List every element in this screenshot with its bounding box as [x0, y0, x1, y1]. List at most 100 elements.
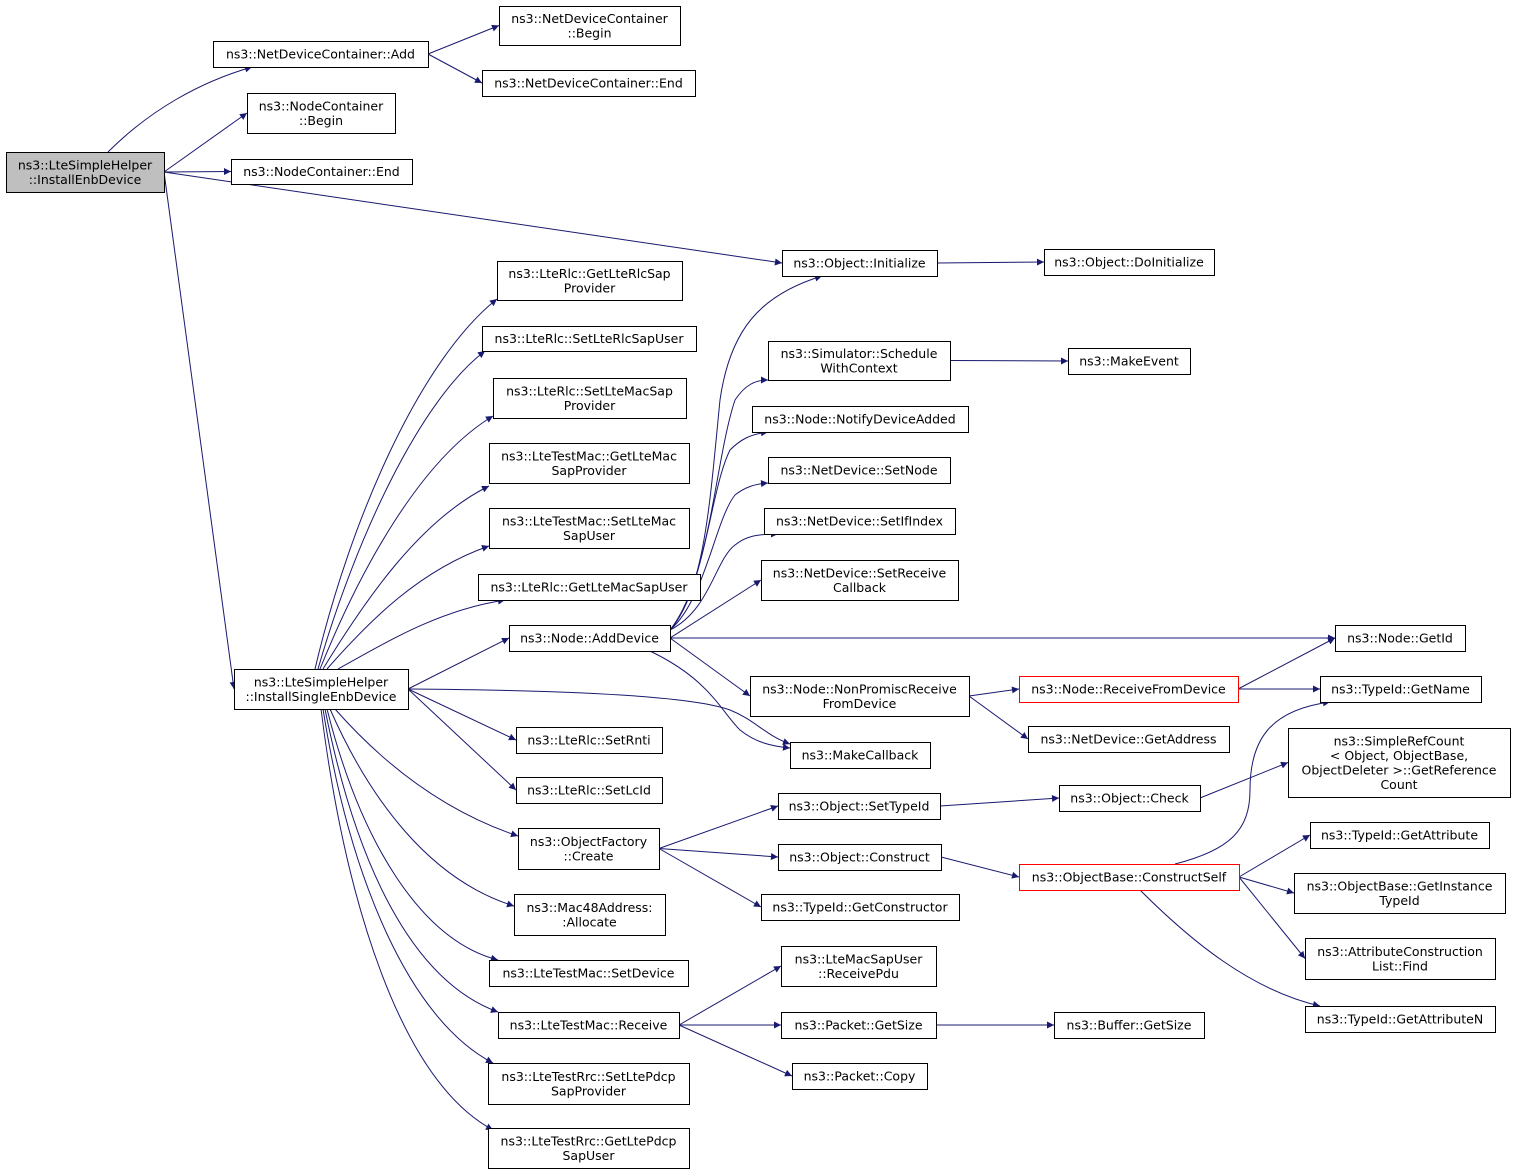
node-label: TypeId [1378, 893, 1419, 908]
node-net-device-container-end[interactable]: ns3::NetDeviceContainer::End [482, 70, 696, 97]
node-label: ns3::AttributeConstruction [1317, 944, 1483, 959]
node-box [6, 152, 165, 193]
call-edge-lte-simple-helper-install-single-enb-device-to-lte-rlc-set-lte-mac-sap-provider [319, 415, 494, 670]
node-label: ns3::ObjectBase::ConstructSelf [1032, 870, 1227, 885]
call-edge-object-base-construct-self-to-object-base-get-instance-type-id [1238, 876, 1295, 895]
node-object-initialize[interactable]: ns3::Object::Initialize [782, 250, 938, 277]
node-label: ns3::TypeId::GetAttribute [1321, 828, 1478, 843]
node-label: FromDevice [823, 696, 897, 711]
node-node-get-id[interactable]: ns3::Node::GetId [1335, 625, 1466, 652]
node-type-id-get-name[interactable]: ns3::TypeId::GetName [1320, 676, 1482, 703]
node-lte-mac-sap-user-receive-pdu[interactable]: ns3::LteMacSapUser::ReceivePdu [781, 946, 937, 987]
node-label: ns3::LteRlc::SetRnti [527, 733, 650, 748]
node-box [518, 828, 660, 870]
node-box [781, 1012, 937, 1039]
node-box [768, 341, 951, 381]
node-label: ns3::Node::NonPromiscReceive [762, 681, 957, 696]
node-box [1059, 785, 1201, 812]
node-label: ns3::MakeCallback [802, 748, 920, 763]
node-object-base-construct-self[interactable]: ns3::ObjectBase::ConstructSelf [1019, 864, 1240, 891]
call-edge-net-device-container-add-to-net-device-container-begin [427, 24, 500, 55]
call-edge-object-factory-create-to-object-construct [658, 848, 779, 860]
node-lte-rlc-get-lte-mac-sap-user[interactable]: ns3::LteRlc::GetLteMacSapUser [478, 574, 701, 601]
node-label: ::Begin [567, 25, 611, 40]
node-lte-test-mac-set-device[interactable]: ns3::LteTestMac::SetDevice [489, 960, 689, 987]
node-label: SapUser [563, 528, 616, 543]
node-node-container-end[interactable]: ns3::NodeContainer::End [231, 159, 413, 185]
node-node-receive-from-device[interactable]: ns3::Node::ReceiveFromDevice [1019, 676, 1239, 703]
node-object-do-initialize[interactable]: ns3::Object::DoInitialize [1044, 249, 1215, 276]
node-node-notify-device-added[interactable]: ns3::Node::NotifyDeviceAdded [752, 406, 969, 433]
node-label: ns3::Packet::Copy [804, 1069, 916, 1084]
node-label: Callback [833, 580, 887, 595]
call-edge-lte-simple-helper-install-single-enb-device-to-lte-test-mac-set-lte-mac-sap-user [326, 544, 490, 670]
node-label: SapProvider [552, 463, 628, 478]
node-type-id-get-attribute-n[interactable]: ns3::TypeId::GetAttributeN [1305, 1006, 1496, 1033]
node-box [498, 1012, 680, 1039]
call-edge-lte-simple-helper-install-enb-device-to-object-initialize [163, 171, 783, 266]
call-edge-lte-simple-helper-install-enb-device-to-node-container-begin [163, 112, 248, 173]
node-lte-simple-helper-install-single-enb-device[interactable]: ns3::LteSimpleHelper::InstallSingleEnbDe… [234, 669, 409, 710]
node-simple-ref-count-get-reference-count[interactable]: ns3::SimpleRefCount< Object, ObjectBase,… [1288, 728, 1511, 798]
node-box [761, 894, 960, 921]
node-object-factory-create[interactable]: ns3::ObjectFactory::Create [518, 828, 660, 870]
node-type-id-get-constructor[interactable]: ns3::TypeId::GetConstructor [761, 894, 960, 921]
node-label: ns3::LteRlc::SetLteRlcSapUser [495, 331, 685, 346]
node-make-event[interactable]: ns3::MakeEvent [1068, 348, 1191, 375]
node-net-device-container-add[interactable]: ns3::NetDeviceContainer::Add [213, 41, 429, 68]
node-label: ns3::MakeEvent [1079, 354, 1179, 369]
node-net-device-set-node[interactable]: ns3::NetDevice::SetNode [768, 457, 951, 484]
node-label: ns3::LteTestMac::SetDevice [503, 966, 675, 981]
node-net-device-get-address[interactable]: ns3::NetDevice::GetAddress [1028, 726, 1230, 753]
node-node-container-begin[interactable]: ns3::NodeContainer::Begin [247, 93, 396, 134]
node-object-check[interactable]: ns3::Object::Check [1059, 785, 1201, 812]
node-box [768, 457, 951, 484]
node-mac48-address-allocate[interactable]: ns3::Mac48Address::Allocate [514, 894, 666, 936]
node-packet-get-size[interactable]: ns3::Packet::GetSize [781, 1012, 937, 1039]
node-label: ns3::LteRlc::SetLteMacSap [506, 383, 673, 398]
node-label: SapUser [562, 1148, 615, 1163]
node-make-callback[interactable]: ns3::MakeCallback [790, 742, 931, 769]
node-label: ::ReceivePdu [818, 966, 899, 981]
node-type-id-get-attribute[interactable]: ns3::TypeId::GetAttribute [1310, 822, 1490, 849]
node-label: ns3::LteTestMac::Receive [510, 1018, 668, 1033]
node-box [1305, 938, 1496, 980]
node-label: SapProvider [551, 1083, 627, 1098]
call-edge-object-factory-create-to-type-id-get-constructor [658, 848, 762, 908]
node-label: ns3::Mac48Address: [526, 900, 652, 915]
node-buffer-get-size[interactable]: ns3::Buffer::GetSize [1054, 1012, 1205, 1039]
call-edge-lte-test-mac-receive-to-lte-mac-sap-user-receive-pdu [678, 965, 782, 1026]
node-box [790, 742, 931, 769]
node-lte-rlc-set-lte-rlc-sap-user[interactable]: ns3::LteRlc::SetLteRlcSapUser [482, 326, 697, 352]
node-net-device-container-begin[interactable]: ns3::NetDeviceContainer::Begin [499, 6, 681, 46]
node-lte-simple-helper-install-enb-device[interactable]: ns3::LteSimpleHelper::InstallEnbDevice [6, 152, 165, 193]
node-label: ns3::TypeId::GetConstructor [772, 900, 948, 915]
node-label: List::Find [1372, 958, 1428, 973]
node-lte-rlc-set-rnti[interactable]: ns3::LteRlc::SetRnti [516, 727, 663, 754]
call-edge-lte-test-mac-receive-to-packet-copy [678, 1024, 793, 1077]
call-edge-lte-simple-helper-install-enb-device-to-node-container-end [163, 168, 232, 176]
node-lte-test-mac-receive[interactable]: ns3::LteTestMac::Receive [498, 1012, 680, 1039]
node-node-add-device[interactable]: ns3::Node::AddDevice [509, 625, 671, 652]
node-label: ns3::Node::GetId [1347, 631, 1453, 646]
node-label: ns3::NetDeviceContainer::Add [226, 47, 415, 62]
node-object-set-type-id[interactable]: ns3::Object::SetTypeId [778, 793, 941, 820]
node-box [497, 261, 683, 301]
node-lte-rlc-set-lc-id[interactable]: ns3::LteRlc::SetLcId [516, 777, 663, 804]
node-net-device-set-if-index[interactable]: ns3::NetDevice::SetIfIndex [764, 508, 956, 535]
node-packet-copy[interactable]: ns3::Packet::Copy [792, 1063, 928, 1090]
node-box [247, 93, 396, 134]
node-box [1068, 348, 1191, 375]
node-object-construct[interactable]: ns3::Object::Construct [778, 844, 942, 871]
